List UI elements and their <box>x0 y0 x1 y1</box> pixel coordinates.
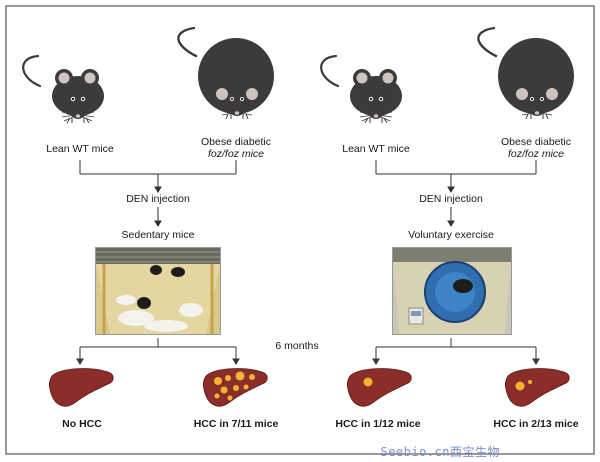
outcome-label: HCC in 7/11 mice <box>193 418 279 430</box>
obese-mouse-genotype-text: foz/foz mice <box>207 148 265 160</box>
left-top-connector <box>79 160 237 227</box>
lean-mouse-label: Lean WT mice <box>342 143 410 155</box>
obese-mouse-genotype-text: foz/foz mice <box>507 148 565 160</box>
watermark: Seebio.cn西宝生物 <box>380 445 500 459</box>
lean-mouse-label: Lean WT mice <box>46 143 114 155</box>
injection-label: DEN injection <box>419 193 483 205</box>
outcome-label: HCC in 2/13 mice <box>493 418 579 430</box>
obese-mouse-icon <box>177 26 276 121</box>
liver-icon-with-tumors <box>504 368 570 407</box>
right-top-connector <box>375 160 537 227</box>
sedentary-cage-photo <box>95 247 221 335</box>
obese-mouse-icon <box>477 26 576 121</box>
obese-mouse-genotype: foz/foz mice <box>186 148 286 161</box>
figure-frame <box>5 5 595 455</box>
liver-icon-with-tumors <box>202 368 268 407</box>
duration-label: 6 months <box>275 340 319 352</box>
injection-label: DEN injection <box>126 193 190 205</box>
lean-mouse-icon <box>22 54 106 125</box>
exercise-wheel-photo <box>392 247 512 335</box>
liver-icon <box>48 368 114 407</box>
right-bottom-connector <box>372 338 540 365</box>
obese-mouse-label: Obese diabetic <box>200 136 272 148</box>
condition-label: Sedentary mice <box>121 229 195 241</box>
left-bottom-connector <box>76 338 240 365</box>
lean-mouse-icon <box>320 54 404 125</box>
outcome-label: HCC in 1/12 mice <box>335 418 421 430</box>
liver-icon-with-tumors <box>346 368 412 407</box>
obese-mouse-label: Obese diabetic <box>500 136 572 148</box>
obese-mouse-genotype: foz/foz mice <box>486 148 586 161</box>
condition-label: Voluntary exercise <box>408 229 494 241</box>
outcome-label: No HCC <box>62 418 102 430</box>
